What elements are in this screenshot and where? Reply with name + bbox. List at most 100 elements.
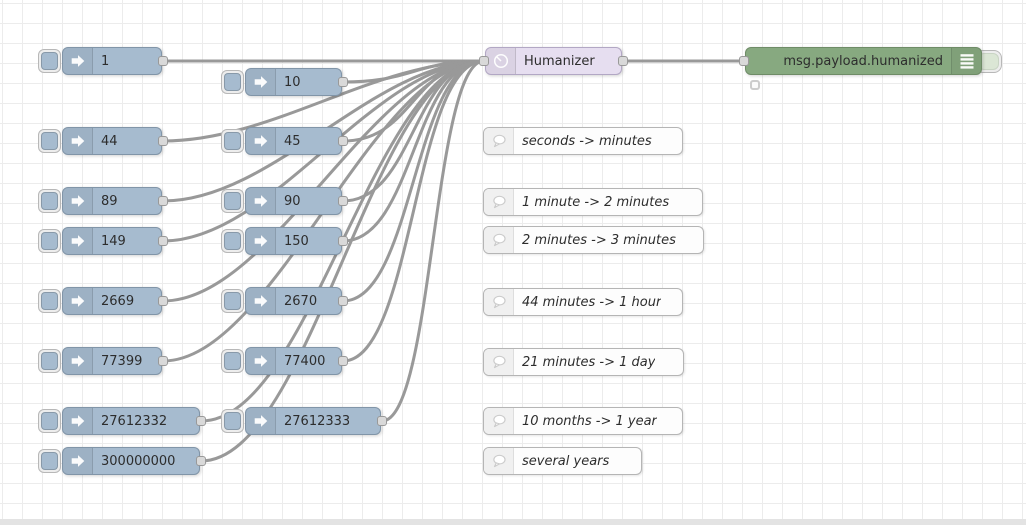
inject-output-port[interactable] <box>338 356 348 366</box>
humanizer-node[interactable]: Humanizer <box>485 47 622 75</box>
inject-node[interactable]: 10 <box>245 68 342 96</box>
speech-bubble-icon <box>484 128 514 154</box>
comment-node[interactable]: seconds -> minutes <box>483 127 683 155</box>
wire[interactable] <box>341 59 486 363</box>
comment-node[interactable]: several years <box>483 447 642 475</box>
inject-output-port[interactable] <box>338 236 348 246</box>
inject-output-port[interactable] <box>338 296 348 306</box>
debug-input-port[interactable] <box>739 56 749 66</box>
inject-button[interactable] <box>38 129 61 153</box>
inject-output-port[interactable] <box>158 136 168 146</box>
inject-node[interactable]: 77400 <box>245 347 342 375</box>
comment-node-label: several years <box>522 453 610 469</box>
inject-button[interactable] <box>221 409 244 433</box>
inject-output-port[interactable] <box>338 136 348 146</box>
inject-button[interactable] <box>38 349 61 373</box>
inject-button-inner <box>224 132 241 150</box>
inject-node-label: 77399 <box>101 353 143 369</box>
inject-button[interactable] <box>38 189 61 213</box>
inject-node[interactable]: 89 <box>62 187 162 215</box>
inject-node[interactable]: 2669 <box>62 287 162 315</box>
inject-arrow-icon <box>246 69 276 95</box>
debug-node[interactable]: msg.payload.humanized <box>745 47 982 75</box>
wire[interactable] <box>341 59 486 303</box>
inject-button[interactable] <box>38 449 61 473</box>
inject-button[interactable] <box>221 349 244 373</box>
inject-output-port[interactable] <box>158 356 168 366</box>
speech-bubble-icon <box>484 408 514 434</box>
comment-node[interactable]: 10 months -> 1 year <box>483 407 683 435</box>
inject-node[interactable]: 27612333 <box>245 407 381 435</box>
inject-output-port[interactable] <box>196 416 206 426</box>
inject-node-label: 44 <box>101 133 118 149</box>
inject-output-port[interactable] <box>377 416 387 426</box>
speech-bubble-icon <box>484 227 514 253</box>
comment-node-label: 1 minute -> 2 minutes <box>522 194 670 210</box>
small-square-marker <box>750 80 760 90</box>
comment-node[interactable]: 21 minutes -> 1 day <box>483 348 684 376</box>
comment-node[interactable]: 2 minutes -> 3 minutes <box>483 226 704 254</box>
comment-node-label: seconds -> minutes <box>522 133 652 149</box>
inject-node[interactable]: 2670 <box>245 287 342 315</box>
inject-button-inner <box>224 412 241 430</box>
inject-node[interactable]: 149 <box>62 227 162 255</box>
inject-node-label: 2670 <box>284 293 318 309</box>
inject-button[interactable] <box>38 49 61 73</box>
inject-node[interactable]: 45 <box>245 127 342 155</box>
inject-button[interactable] <box>38 229 61 253</box>
humanizer-input-port[interactable] <box>479 56 489 66</box>
wire[interactable] <box>380 59 486 423</box>
inject-arrow-icon <box>63 228 93 254</box>
wire[interactable] <box>199 59 486 463</box>
inject-button-inner <box>41 232 58 250</box>
inject-node-label: 90 <box>284 193 301 209</box>
inject-node[interactable]: 44 <box>62 127 162 155</box>
wire[interactable] <box>161 59 486 143</box>
inject-button-inner <box>41 452 58 470</box>
inject-output-port[interactable] <box>158 236 168 246</box>
comment-node[interactable]: 44 minutes -> 1 hour <box>483 288 683 316</box>
inject-node-label: 89 <box>101 193 118 209</box>
inject-button[interactable] <box>221 289 244 313</box>
inject-button-inner <box>41 132 58 150</box>
inject-node-label: 77400 <box>284 353 326 369</box>
speech-bubble-icon <box>484 349 514 375</box>
inject-output-port[interactable] <box>158 296 168 306</box>
inject-button[interactable] <box>38 289 61 313</box>
inject-output-port[interactable] <box>158 56 168 66</box>
inject-button[interactable] <box>221 189 244 213</box>
inject-button-inner <box>41 52 58 70</box>
inject-output-port[interactable] <box>338 196 348 206</box>
inject-arrow-icon <box>63 48 93 74</box>
inject-button-inner <box>41 292 58 310</box>
inject-node[interactable]: 77399 <box>62 347 162 375</box>
inject-output-port[interactable] <box>158 196 168 206</box>
comment-node[interactable]: 1 minute -> 2 minutes <box>483 188 703 216</box>
inject-button[interactable] <box>221 229 244 253</box>
inject-button[interactable] <box>221 70 244 94</box>
wire[interactable] <box>161 59 486 303</box>
inject-button-inner <box>224 192 241 210</box>
inject-node-label: 300000000 <box>101 453 176 469</box>
inject-node[interactable]: 90 <box>245 187 342 215</box>
humanizer-output-port[interactable] <box>618 56 628 66</box>
inject-button[interactable] <box>38 409 61 433</box>
inject-node-label: 2669 <box>101 293 135 309</box>
inject-button[interactable] <box>221 129 244 153</box>
horizontal-scrollbar-track[interactable] <box>0 519 1026 525</box>
inject-output-port[interactable] <box>196 456 206 466</box>
inject-node[interactable]: 150 <box>245 227 342 255</box>
inject-arrow-icon <box>63 288 93 314</box>
inject-button-inner <box>41 192 58 210</box>
timer-icon <box>486 48 516 74</box>
speech-bubble-icon <box>484 448 514 474</box>
inject-arrow-icon <box>246 288 276 314</box>
inject-node[interactable]: 1 <box>62 47 162 75</box>
wire[interactable] <box>341 59 486 243</box>
inject-arrow-icon <box>63 188 93 214</box>
inject-node[interactable]: 27612332 <box>62 407 200 435</box>
inject-output-port[interactable] <box>338 77 348 87</box>
inject-arrow-icon <box>63 348 93 374</box>
inject-node[interactable]: 300000000 <box>62 447 200 475</box>
